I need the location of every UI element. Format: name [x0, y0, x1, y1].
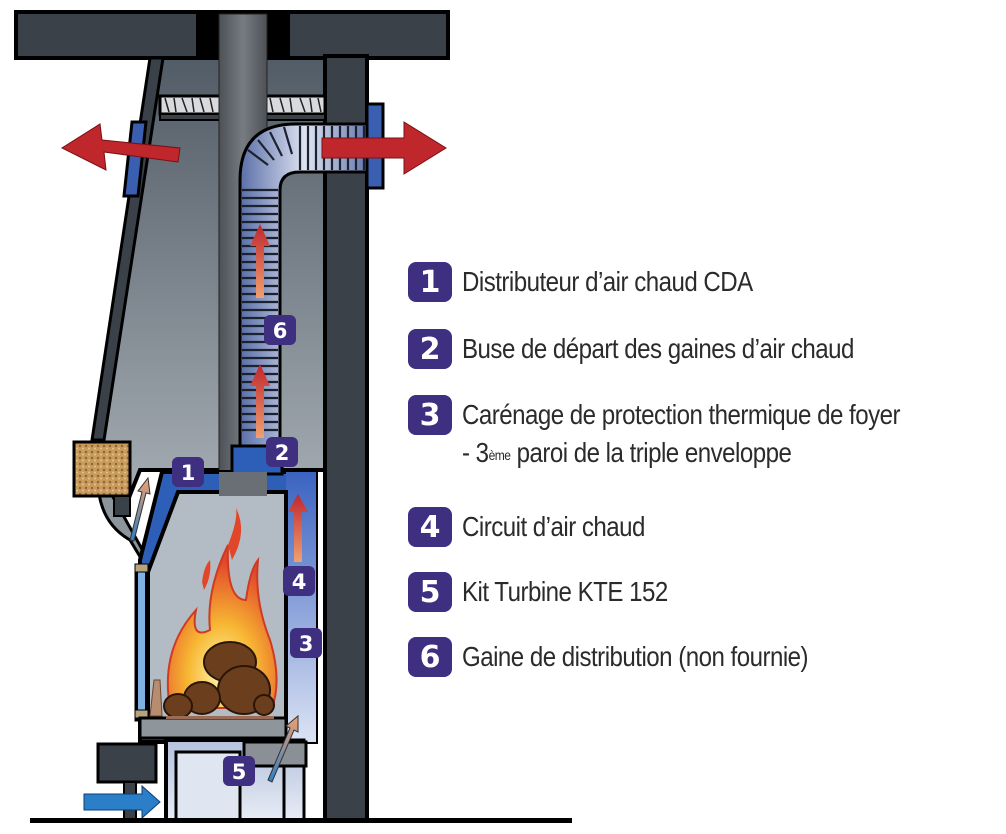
legend-label: Gaine de distribution (non fournie) — [462, 641, 809, 672]
convection-arrow — [267, 714, 299, 783]
legend-label: Circuit d’air chaud — [462, 511, 645, 542]
legend-badge: 4 — [408, 507, 452, 547]
legend-badge: 3 — [408, 395, 452, 435]
hot-air-up-arrow — [250, 364, 270, 438]
marker-3: 3 — [290, 628, 322, 658]
sub-prefix: - 3 — [462, 437, 489, 468]
insulation-block — [72, 440, 132, 498]
legend-badge: 5 — [408, 572, 452, 612]
hot-air-out-right-arrow — [321, 121, 447, 175]
sub-superscript: ème — [488, 447, 511, 463]
legend-badge: 6 — [408, 637, 452, 677]
left-outlet-grille — [122, 120, 148, 198]
svg-text:4: 4 — [292, 570, 307, 594]
legend-label: Distributeur d’air chaud CDA — [462, 266, 753, 297]
marker-6: 6 — [264, 315, 296, 345]
air-inlet-box — [96, 742, 158, 784]
convection-arrow — [129, 476, 151, 542]
firewood-logs — [163, 641, 275, 719]
legend-label: Carénage de protection thermique de foye… — [462, 399, 901, 430]
marker-2: 2 — [266, 437, 298, 467]
legend-badge: 2 — [408, 329, 452, 369]
svg-text:2: 2 — [275, 441, 290, 465]
legend-item-3: 3 Carénage de protection thermique de fo… — [408, 395, 971, 468]
hot-air-up-arrow — [288, 494, 308, 562]
floor-line — [30, 818, 572, 823]
svg-text:3: 3 — [299, 632, 314, 656]
rear-wall — [323, 54, 369, 822]
legend-sublabel: - 3ème paroi de la triple enveloppe — [462, 435, 792, 471]
svg-text:1: 1 — [181, 461, 196, 485]
legend-item-4: 4 Circuit d’air chaud — [408, 507, 675, 547]
grate — [166, 716, 274, 719]
sub-suffix: paroi de la triple enveloppe — [510, 437, 792, 468]
legend-item-5: 5 Kit Turbine KTE 152 — [408, 572, 701, 612]
marker-1: 1 — [172, 457, 204, 487]
legend-item-6: 6 Gaine de distribution (non fournie) — [408, 637, 864, 677]
legend-label: Buse de départ des gaines d’air chaud — [462, 333, 854, 364]
marker-4: 4 — [283, 566, 315, 596]
hot-air-out-left-arrow — [60, 123, 181, 171]
andiron — [149, 679, 163, 717]
hot-air-up-arrow — [250, 224, 270, 298]
legend-item-1: 1 Distributeur d’air chaud CDA — [408, 262, 800, 302]
svg-text:6: 6 — [273, 319, 288, 343]
cold-air-in-arrow — [83, 784, 161, 820]
support-bracket — [113, 495, 131, 517]
legend-badge: 1 — [408, 262, 452, 302]
svg-text:5: 5 — [232, 760, 247, 784]
legend-label: Kit Turbine KTE 152 — [462, 576, 668, 607]
legend-item-2: 2 Buse de départ des gaines d’air chaud — [408, 329, 918, 369]
marker-5: 5 — [223, 756, 255, 786]
